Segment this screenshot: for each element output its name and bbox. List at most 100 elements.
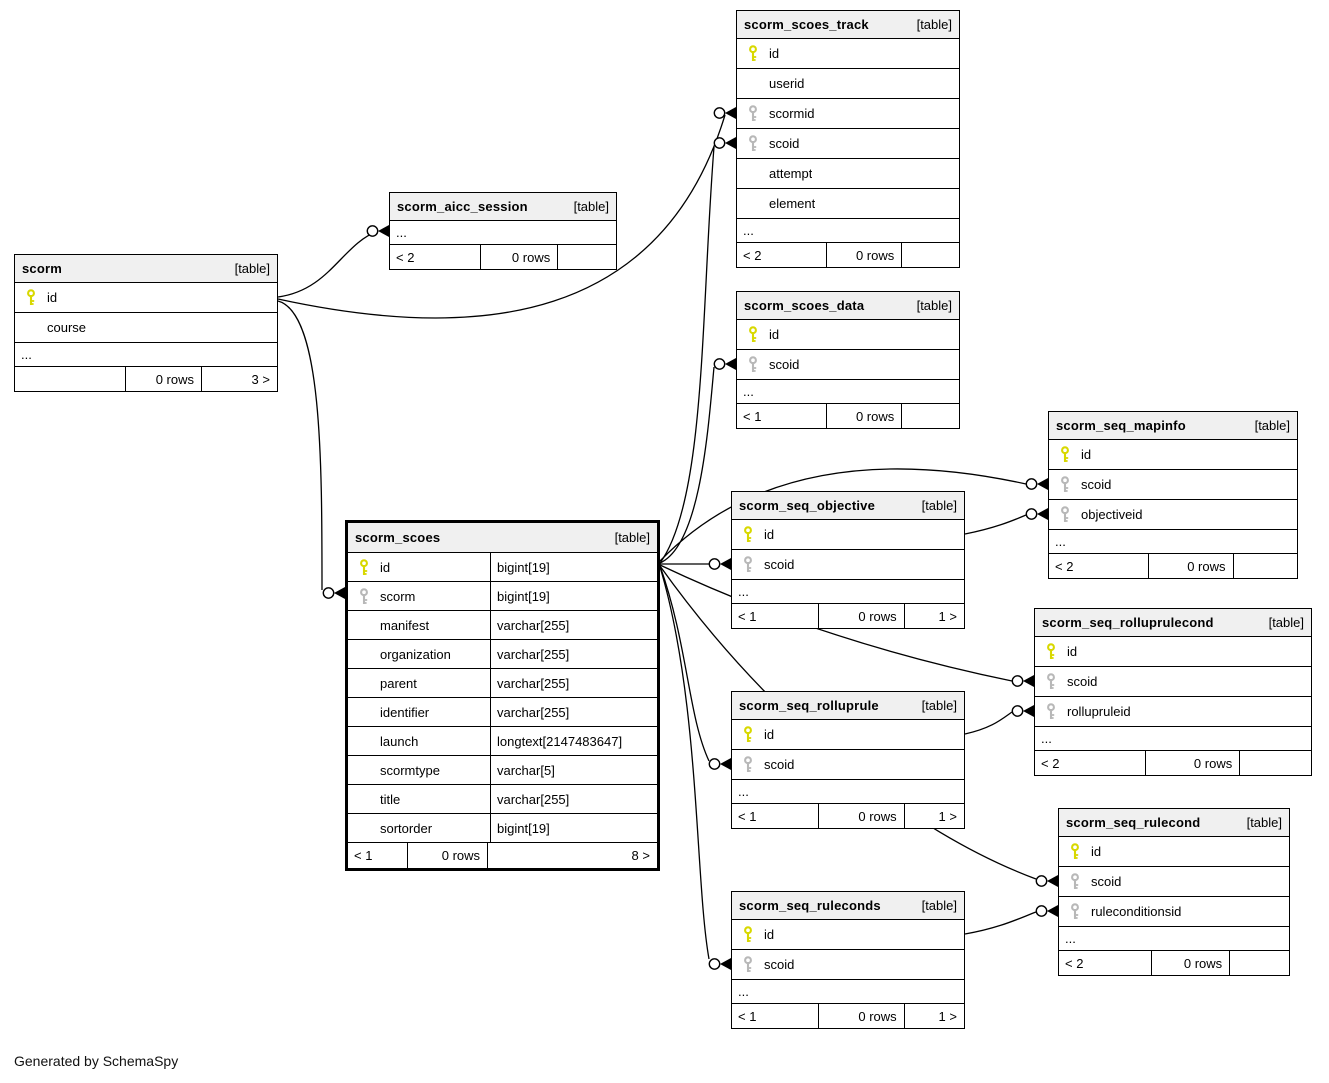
table-header[interactable]: scorm_seq_objective [table] [732, 492, 964, 520]
row-count: 0 rows [125, 367, 201, 391]
table-type-badge: [table] [921, 898, 957, 913]
hidden-columns-ellipsis: ... [1059, 927, 1289, 951]
relationship-line [659, 566, 710, 960]
hidden-columns-ellipsis: ... [737, 219, 959, 243]
primary-key-cell [732, 726, 764, 743]
table-title: scorm_seq_objective [739, 498, 876, 513]
table-type-badge: [table] [1268, 615, 1304, 630]
relationship-scorm_seq_rolluprule.id-to-scorm_seq_rolluprulecond.rollupruleid [964, 705, 1034, 735]
parents-count: < 2 [1041, 755, 1060, 771]
column-type: varchar[5] [490, 756, 657, 784]
table-header[interactable]: scorm_seq_mapinfo[table] [1049, 412, 1297, 440]
table-title: scorm_seq_rolluprule [739, 698, 879, 713]
column-row-scoid: scoid [1059, 867, 1289, 897]
row-count: 0 rows [817, 804, 904, 828]
primary-key-cell [737, 326, 769, 343]
foreign-key-icon [744, 756, 752, 772]
foreign-key-cell [732, 556, 764, 573]
children-count: 1 > [903, 604, 964, 628]
parents-count [15, 367, 125, 391]
primary-key-icon [1071, 843, 1079, 859]
primary-key-cell [1035, 643, 1067, 660]
table-header[interactable]: scorm_scoes_data[table] [737, 292, 959, 320]
crow-foot-arrow-icon [378, 225, 389, 237]
relationship-scorm_scoes.id-to-scorm_seq_objective.scoid [660, 558, 731, 570]
table-header[interactable]: scorm_seq_rolluprulecond[table] [1035, 609, 1311, 637]
table-header[interactable]: scorm_scoes[table] [348, 523, 657, 553]
table-header[interactable]: scorm[table] [15, 255, 277, 283]
column-row-id: id [737, 39, 959, 69]
hidden-columns-ellipsis: ... [732, 780, 964, 804]
table-header[interactable]: scorm_seq_rulecond[table] [1059, 809, 1289, 837]
table-type-badge: [table] [916, 298, 952, 313]
column-name: id [47, 290, 58, 305]
open-circle-marker-icon [366, 225, 379, 237]
parents-count: < 1 [743, 408, 762, 424]
table-header[interactable]: scorm_seq_ruleconds[table] [732, 892, 964, 920]
column-row-manifest: manifest varchar[255] [348, 611, 657, 640]
foreign-key-cell [1059, 873, 1091, 890]
relationship-scorm_scoes.id-to-scorm_seq_mapinfo.scoid [659, 468, 1048, 562]
column-name: attempt [769, 166, 813, 181]
hidden-columns-ellipsis: ... [737, 380, 959, 404]
hidden-columns-ellipsis: ... [1049, 530, 1297, 554]
foreign-key-cell [737, 105, 769, 122]
table-header[interactable]: scorm_scoes_track[table] [737, 11, 959, 39]
open-circle-marker-icon [1035, 905, 1048, 917]
foreign-key-cell [1049, 506, 1081, 523]
primary-key-cell [348, 558, 380, 576]
foreign-key-cell [732, 756, 764, 773]
primary-key-icon [749, 45, 757, 61]
column-type: varchar[255] [490, 611, 657, 639]
foreign-key-cell [1049, 476, 1081, 493]
table-header[interactable]: scorm_aicc_session[table] [390, 193, 616, 221]
column-row-id: id [1035, 637, 1311, 667]
hidden-columns-ellipsis: ... [732, 580, 964, 604]
column-name: launch [380, 733, 419, 749]
column-row-attempt: attempt [737, 159, 959, 189]
column-name: scormtype [380, 762, 440, 778]
column-name: userid [769, 76, 805, 91]
column-name: manifest [380, 617, 430, 633]
parents-count: < 2 [396, 249, 415, 265]
row-count: 0 rows [825, 243, 901, 267]
column-name: id [764, 527, 775, 542]
column-row-scoid: scoid [732, 750, 964, 780]
relationship-scorm_scoes.id-to-scorm_scoes_track.scoid [659, 137, 736, 564]
foreign-key-icon [1047, 673, 1055, 689]
column-row-rollupruleid: rollupruleid [1035, 697, 1311, 727]
column-row-scoid: scoid [732, 950, 964, 980]
open-circle-marker-icon [322, 587, 335, 599]
foreign-key-icon [749, 356, 757, 372]
generator-credit: Generated by SchemaSpy [14, 1053, 179, 1069]
table-type-badge: [table] [921, 498, 957, 513]
relationship-line [659, 565, 710, 762]
table-title: scorm [22, 261, 63, 276]
foreign-key-icon [749, 135, 757, 151]
column-type: varchar[255] [490, 669, 657, 697]
table-header[interactable]: scorm_seq_rolluprule[table] [732, 692, 964, 720]
column-row-course: course [15, 313, 277, 343]
column-name: sortorder [380, 820, 433, 836]
column-name: scorm [380, 588, 416, 604]
primary-key-icon [744, 726, 752, 742]
primary-key-icon [360, 558, 368, 575]
primary-key-icon [749, 326, 757, 342]
relationship-scorm.id-to-scorm_scoes_track.scormid [277, 107, 736, 319]
column-row-id: id [732, 520, 964, 550]
relationship-line [277, 114, 726, 319]
relationship-scorm_scoes.id-to-scorm_seq_rolluprule.scoid [659, 565, 731, 770]
